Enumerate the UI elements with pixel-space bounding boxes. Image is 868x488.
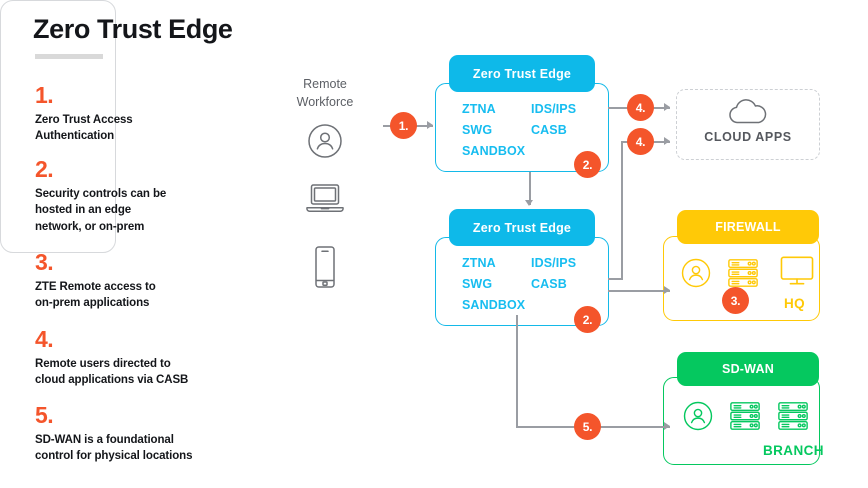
zte-top-tags-left: ZTNA SWG SANDBOX — [462, 99, 525, 162]
zte-tag: IDS/IPS — [531, 256, 577, 270]
cloud-apps-box — [676, 89, 820, 160]
legend-number: 3. — [35, 249, 54, 275]
legend-text: ZTE Remote access to on-prem application… — [35, 281, 156, 310]
laptop-icon — [267, 182, 383, 216]
legend-text: Remote users directed to cloud applicati… — [35, 358, 189, 387]
firewall-user-circle-icon — [680, 257, 712, 289]
legend-item-5: 5. SD-WAN is a foundational control for … — [35, 404, 255, 465]
zte-bottom-tags-right: IDS/IPS CASB — [531, 253, 576, 295]
zte-bottom-header: Zero Trust Edge — [449, 209, 595, 246]
connector-zte-downriser — [516, 315, 518, 427]
arrow-zte-top-to-bottom — [525, 200, 533, 206]
firewall-header: FIREWALL — [677, 210, 819, 244]
zte-tag: CASB — [531, 123, 567, 137]
step-badge-4-top: 4. — [627, 94, 654, 121]
legend-number: 4. — [35, 326, 54, 352]
step-badge-4-lower: 4. — [627, 128, 654, 155]
zte-tag: CASB — [531, 277, 567, 291]
sdwan-user-circle-icon — [682, 400, 714, 432]
arrow-rw-to-zte — [427, 121, 433, 129]
sdwan-header: SD-WAN — [677, 352, 819, 386]
legend-number: 2. — [35, 156, 54, 182]
zte-tag: SANDBOX — [462, 298, 526, 312]
step-badge-2-bottom: 2. — [574, 306, 601, 333]
legend-text: SD-WAN is a foundational control for phy… — [35, 434, 193, 463]
cloud-apps-label: CLOUD APPS — [704, 130, 792, 144]
firewall-server-stack-icon — [727, 257, 759, 289]
connector-zte-to-firewall — [608, 290, 670, 292]
title-divider — [35, 54, 103, 59]
zte-tag: ZTNA — [462, 102, 496, 116]
user-circle-icon — [267, 122, 383, 160]
zte-bottom-tags-left: ZTNA SWG SANDBOX — [462, 253, 525, 316]
zte-top-header: Zero Trust Edge — [449, 55, 595, 92]
legend-number: 1. — [35, 82, 54, 108]
legend-text: Zero Trust Access Authentication — [35, 114, 133, 143]
page-title: Zero Trust Edge — [33, 14, 233, 44]
arrow-riser-to-cloud — [664, 137, 670, 145]
zte-tag: SWG — [462, 277, 493, 291]
arrow-downriser-to-sdwan — [664, 422, 670, 430]
smartphone-icon — [267, 245, 383, 289]
sdwan-server-stack-icon-1 — [729, 400, 761, 432]
remote-workforce-title: Remote Workforce — [296, 77, 354, 109]
cloud-icon — [676, 98, 820, 125]
step-badge-5: 5. — [574, 413, 601, 440]
zte-tag: ZTNA — [462, 256, 496, 270]
connector-zte-top-to-bottom — [529, 172, 531, 205]
step-badge-3: 3. — [722, 287, 749, 314]
sdwan-corner-label: BRANCH — [763, 443, 824, 458]
firewall-corner-label: HQ — [784, 296, 806, 311]
step-badge-2-top: 2. — [574, 151, 601, 178]
legend-number: 5. — [35, 402, 54, 428]
zte-tag: IDS/IPS — [531, 102, 577, 116]
legend-item-3: 3. ZTE Remote access to on-prem applicat… — [35, 251, 255, 312]
legend-text: Security controls can be hosted in an ed… — [35, 188, 167, 233]
arrow-zte-to-firewall — [664, 286, 670, 294]
connector-zte-bottom-stub — [608, 278, 623, 280]
step-badge-1: 1. — [390, 112, 417, 139]
zte-tag: SWG — [462, 123, 493, 137]
firewall-monitor-icon — [779, 255, 815, 287]
legend-item-4: 4. Remote users directed to cloud applic… — [35, 328, 255, 389]
arrow-zte-top-to-cloud — [664, 103, 670, 111]
legend-item-1: 1. Zero Trust Access Authentication — [35, 84, 255, 145]
sdwan-server-stack-icon-2 — [777, 400, 809, 432]
connector-zte-bottom-riser — [621, 141, 623, 279]
zte-top-tags-right: IDS/IPS CASB — [531, 99, 576, 141]
zte-tag: SANDBOX — [462, 144, 526, 158]
legend-item-2: 2. Security controls can be hosted in an… — [35, 158, 255, 235]
remote-workforce-box — [0, 0, 116, 253]
